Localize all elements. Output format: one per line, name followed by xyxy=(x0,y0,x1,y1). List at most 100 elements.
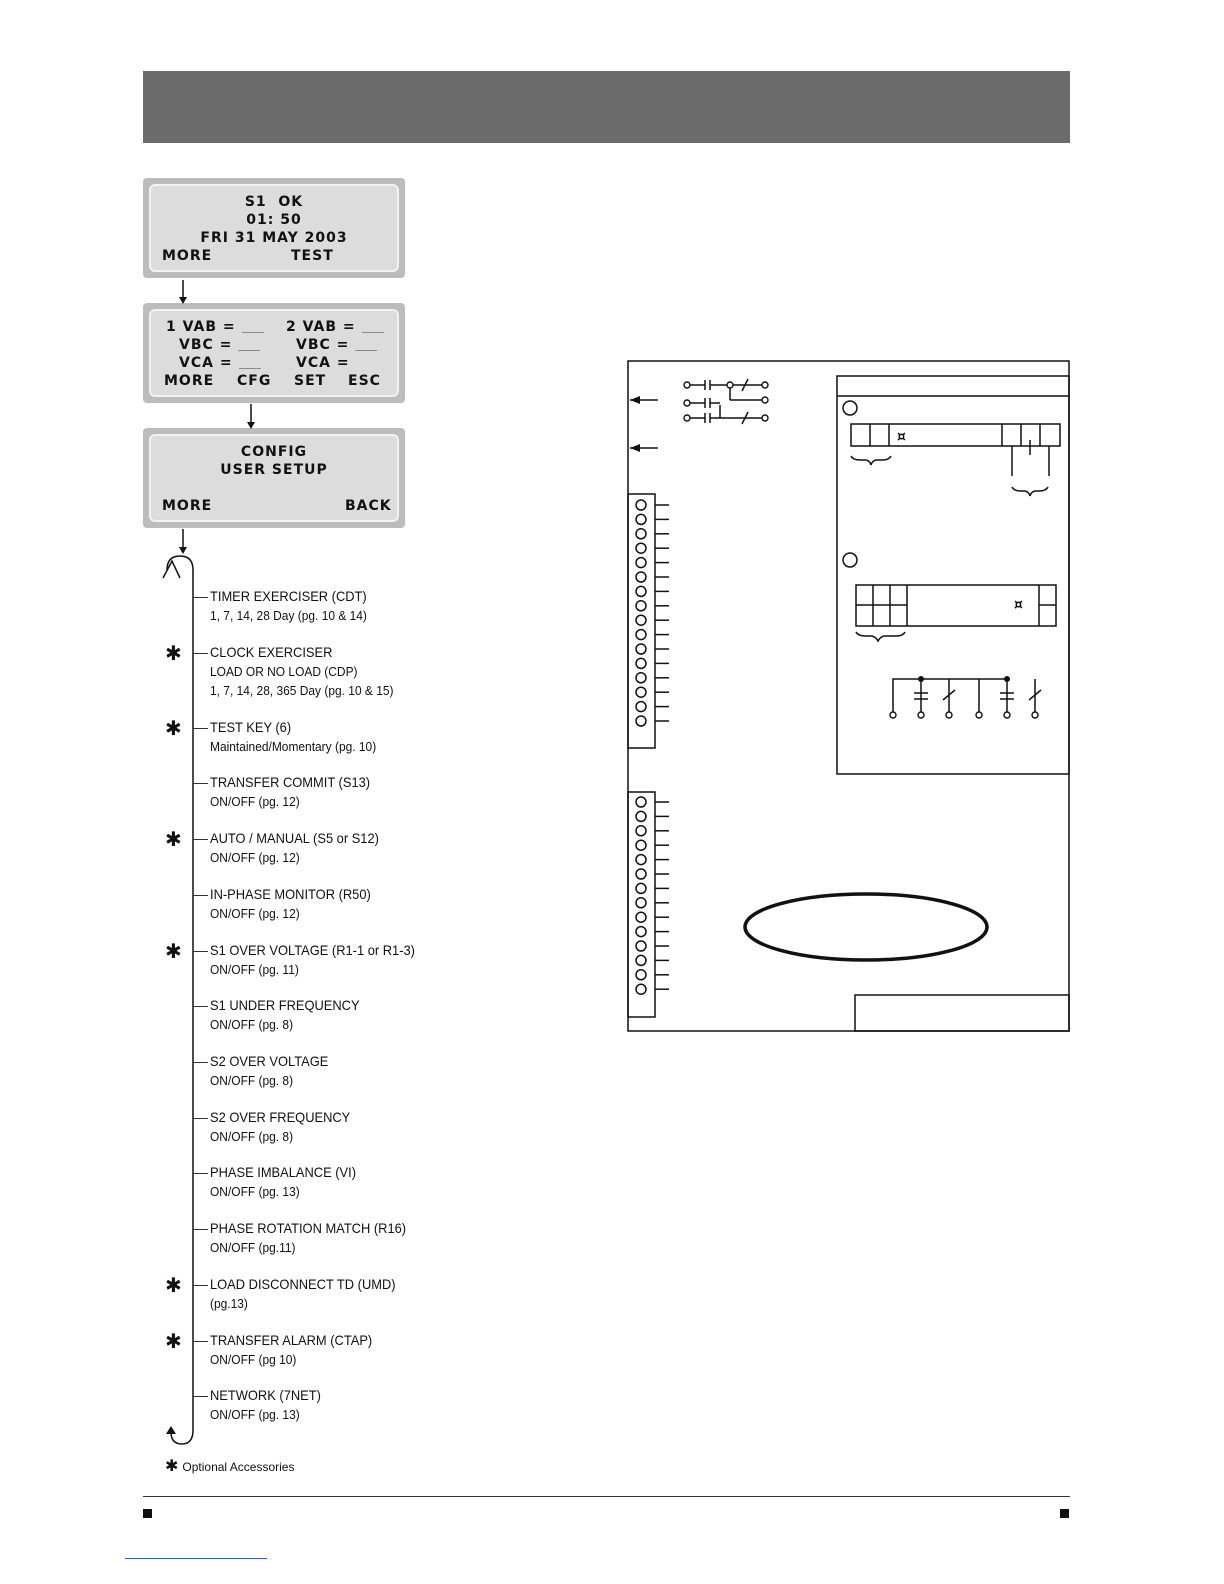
softkey-more[interactable]: MORE xyxy=(162,248,213,264)
terminal-screw xyxy=(635,600,647,612)
lcd-display: 1 VAB = 2 VAB = VBC = VBC = VCA = VCA = … xyxy=(149,309,399,397)
voltage-label-2vbc: VBC = xyxy=(296,337,378,353)
softkey-back[interactable]: BACK xyxy=(345,498,392,514)
terminal-screw xyxy=(635,657,647,670)
menu-item-network: NETWORK (7NET) ON/OFF (pg. 13) xyxy=(210,1387,321,1422)
terminal-screw xyxy=(635,925,647,938)
terminal-screw xyxy=(635,686,647,698)
terminal-screw xyxy=(635,969,647,981)
menu-tick xyxy=(193,597,208,598)
menu-item-in-phase-monitor: IN-PHASE MONITOR (R50) ON/OFF (pg. 12) xyxy=(210,886,371,921)
optional-asterisk-icon: ✱ xyxy=(165,716,182,740)
legend-text: Optional Accessories xyxy=(182,1460,295,1474)
terminal-screw xyxy=(635,571,647,583)
terminal-screw xyxy=(635,672,647,684)
menu-tick xyxy=(193,951,208,952)
terminal-screw xyxy=(635,513,647,526)
menu-tick xyxy=(193,1229,208,1230)
terminal-screw xyxy=(635,614,647,626)
legend-optional-accessories: ✱Optional Accessories xyxy=(165,1456,294,1475)
lcd-screen-voltages: 1 VAB = 2 VAB = VBC = VBC = VCA = VCA = … xyxy=(143,303,405,403)
menu-tick xyxy=(193,1062,208,1063)
softkey-more[interactable]: MORE xyxy=(162,498,213,514)
terminal-strips xyxy=(635,499,669,995)
terminal-screw xyxy=(635,882,647,895)
menu-item-timer-exerciser: TIMER EXERCISER (CDT) 1, 7, 14, 28 Day (… xyxy=(210,588,367,623)
lcd-line-time: 01: 50 xyxy=(246,212,302,228)
optional-asterisk-icon: ✱ xyxy=(165,641,182,665)
lcd-line-status: S1 OK xyxy=(244,194,304,210)
terminal-screw xyxy=(635,585,647,598)
lcd-line-user-setup: USER SETUP xyxy=(220,462,328,478)
optional-asterisk-icon: ✱ xyxy=(165,939,182,963)
voltage-label-2vca: VCA = xyxy=(296,355,350,371)
menu-item-test-key: TEST KEY (6) Maintained/Momentary (pg. 1… xyxy=(210,719,377,754)
voltage-label-1vbc: VBC = xyxy=(179,337,261,353)
terminal-screw xyxy=(635,839,647,851)
terminal-screw xyxy=(635,868,647,880)
terminal-screw xyxy=(635,643,647,655)
lcd-line-date: FRI 31 MAY 2003 xyxy=(200,230,348,246)
menu-item-transfer-alarm: TRANSFER ALARM (CTAP) ON/OFF (pg 10) xyxy=(210,1332,373,1367)
menu-tick xyxy=(193,1173,208,1174)
terminal-screw xyxy=(635,499,647,511)
terminal-screw xyxy=(635,983,647,995)
menu-item-auto-manual: AUTO / MANUAL (S5 or S12) ON/OFF (pg. 12… xyxy=(210,830,379,865)
lcd-display: CONFIG USER SETUP MORE BACK xyxy=(149,434,399,522)
menu-tick xyxy=(193,653,208,654)
footer-marker-right xyxy=(1060,1509,1069,1518)
terminal-screw xyxy=(635,542,647,554)
menu-tick xyxy=(193,728,208,729)
voltage-label-2vab: 2 VAB = xyxy=(286,319,384,335)
optional-asterisk-icon: ✱ xyxy=(165,1456,179,1475)
terminal-screw xyxy=(635,853,647,866)
menu-tick xyxy=(193,1285,208,1286)
footer-rule xyxy=(143,1496,1070,1497)
lcd-screen-status: S1 OK 01: 50 FRI 31 MAY 2003 MORE TEST xyxy=(143,178,405,278)
menu-item-clock-exerciser: CLOCK EXERCISER LOAD OR NO LOAD (CDP) 1,… xyxy=(210,644,394,698)
svg-text:¤: ¤ xyxy=(1014,597,1023,613)
softkey-more[interactable]: MORE xyxy=(164,373,215,389)
terminal-screw xyxy=(635,628,647,641)
optional-asterisk-icon: ✱ xyxy=(165,1329,182,1353)
terminal-screw xyxy=(635,528,647,540)
header-bar xyxy=(143,71,1070,143)
menu-tick xyxy=(193,1341,208,1342)
terminal-screw xyxy=(635,897,647,909)
softkey-cfg[interactable]: CFG xyxy=(237,373,272,389)
menu-item-s2-over-voltage: S2 OVER VOLTAGE ON/OFF (pg. 8) xyxy=(210,1053,329,1088)
optional-asterisk-icon: ✱ xyxy=(165,1273,182,1297)
menu-tick xyxy=(193,1118,208,1119)
menu-item-load-disconnect: LOAD DISCONNECT TD (UMD) (pg.13) xyxy=(210,1276,396,1311)
terminal-screw xyxy=(635,810,647,823)
menu-tick xyxy=(193,1006,208,1007)
terminal-screw xyxy=(635,700,647,713)
menu-item-s1-over-voltage: S1 OVER VOLTAGE (R1-1 or R1-3) ON/OFF (p… xyxy=(210,942,415,977)
footer-marker-left xyxy=(143,1509,152,1518)
menu-item-phase-rotation-match: PHASE ROTATION MATCH (R16) ON/OFF (pg.11… xyxy=(210,1220,407,1255)
terminal-screw xyxy=(635,940,647,952)
softkey-test[interactable]: TEST xyxy=(291,248,334,264)
voltage-label-1vca: VCA = xyxy=(179,355,261,371)
terminal-screw xyxy=(635,954,647,967)
terminal-screw xyxy=(635,911,647,923)
terminal-screw xyxy=(635,825,647,837)
optional-asterisk-icon: ✱ xyxy=(165,827,182,851)
menu-tick xyxy=(193,839,208,840)
menu-tick xyxy=(193,783,208,784)
terminal-screw xyxy=(635,556,647,569)
voltage-label-1vab: 1 VAB = xyxy=(166,319,264,335)
terminal-screw xyxy=(635,715,647,727)
softkey-esc[interactable]: ESC xyxy=(348,373,381,389)
menu-tick xyxy=(193,895,208,896)
menu-item-s1-under-frequency: S1 UNDER FREQUENCY ON/OFF (pg. 8) xyxy=(210,997,360,1032)
lcd-display: S1 OK 01: 50 FRI 31 MAY 2003 MORE TEST xyxy=(149,184,399,272)
menu-item-transfer-commit: TRANSFER COMMIT (S13) ON/OFF (pg. 12) xyxy=(210,774,371,809)
menu-item-s2-over-frequency: S2 OVER FREQUENCY ON/OFF (pg. 8) xyxy=(210,1109,351,1144)
menu-tick xyxy=(193,1396,208,1397)
softkey-set[interactable]: SET xyxy=(294,373,327,389)
terminal-screw xyxy=(635,796,647,808)
svg-text:¤: ¤ xyxy=(897,429,906,445)
